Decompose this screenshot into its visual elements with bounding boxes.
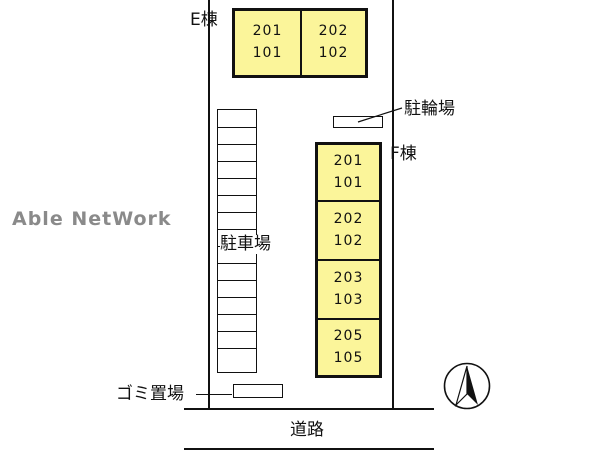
building-e: 201 101 202 102 [232, 8, 368, 78]
watermark: Able NetWork [12, 208, 172, 230]
building-f: 201 101 202 102 203 103 205 105 [315, 142, 382, 378]
bicycle-parking-leader [357, 107, 403, 123]
site-boundary-bottom [184, 408, 434, 410]
unit-lower-number: 102 [318, 45, 349, 61]
garbage-label: ゴミ置場 [116, 384, 184, 404]
unit-upper-number: 202 [318, 23, 349, 40]
building-f-unit-4: 205 105 [315, 319, 382, 378]
site-boundary-right [392, 0, 394, 410]
building-f-unit-3: 203 103 [315, 260, 382, 319]
building-e-unit-2: 202 102 [301, 8, 368, 78]
building-f-unit-1: 201 101 [315, 142, 382, 201]
unit-lower-number: 101 [252, 45, 283, 61]
building-e-label: E棟 [190, 10, 218, 30]
unit-upper-number: 201 [333, 152, 364, 169]
unit-lower-number: 105 [333, 349, 364, 366]
unit-upper-number: 202 [333, 210, 364, 227]
unit-upper-number: 205 [333, 327, 364, 344]
road-line [184, 448, 434, 450]
site-boundary-left [208, 0, 210, 410]
car-parking-label: 駐車場 [220, 234, 271, 254]
unit-upper-number: 201 [252, 23, 283, 40]
north-arrow-icon [443, 362, 491, 410]
building-f-unit-2: 202 102 [315, 201, 382, 260]
unit-upper-number: 203 [333, 269, 364, 286]
bicycle-parking-label: 駐輪場 [404, 99, 455, 119]
road-label: 道路 [290, 420, 324, 440]
unit-lower-number: 102 [333, 232, 364, 249]
building-e-unit-1: 201 101 [232, 8, 301, 78]
unit-lower-number: 101 [333, 174, 364, 191]
unit-lower-number: 103 [333, 291, 364, 308]
building-f-label: F棟 [390, 144, 417, 164]
garbage-leader [196, 394, 232, 396]
garbage-box [233, 384, 283, 398]
